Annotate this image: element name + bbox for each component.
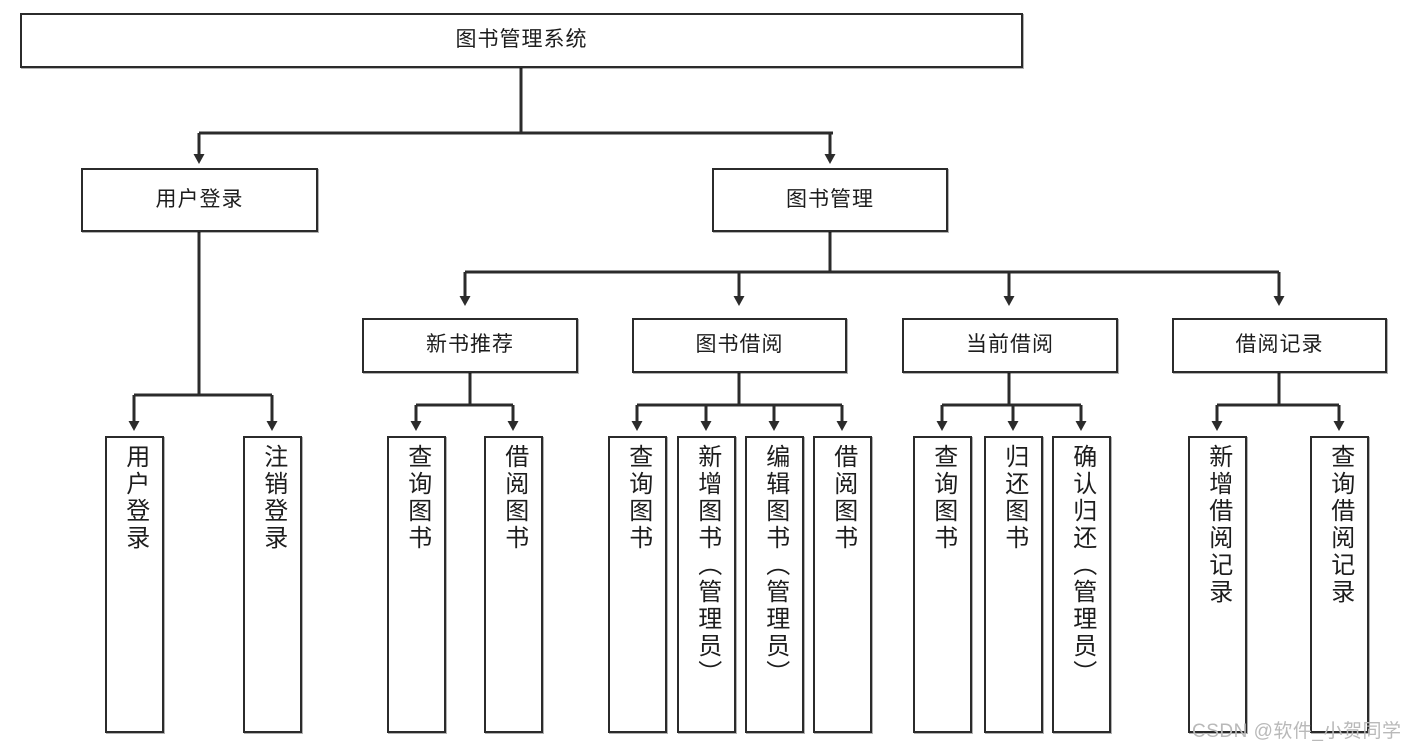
node-label: 查询图书 bbox=[929, 444, 957, 552]
node-level3-book-borrow[interactable]: 图书借阅 bbox=[632, 318, 847, 373]
leaf-node[interactable]: 查询图书 bbox=[387, 436, 446, 733]
node-label: 用户登录 bbox=[155, 187, 244, 211]
node-label: 借阅图书 bbox=[500, 444, 528, 552]
node-label: 用户登录 bbox=[121, 444, 149, 552]
node-level3-borrow-record[interactable]: 借阅记录 bbox=[1172, 318, 1387, 373]
node-level2-book-management[interactable]: 图书管理 bbox=[712, 168, 948, 232]
node-level2-user-login[interactable]: 用户登录 bbox=[81, 168, 318, 232]
node-label: 新增借阅记录 bbox=[1204, 444, 1232, 606]
node-root[interactable]: 图书管理系统 bbox=[20, 13, 1023, 68]
node-label: 图书借阅 bbox=[695, 333, 784, 357]
node-label: 查询图书 bbox=[624, 444, 652, 552]
node-label: 借阅记录 bbox=[1235, 333, 1324, 357]
node-label: 图书管理 bbox=[786, 187, 874, 211]
node-label: 借阅图书 bbox=[829, 444, 857, 552]
leaf-node[interactable]: 确认归还（管理员） bbox=[1052, 436, 1111, 733]
leaf-node[interactable]: 查询图书 bbox=[913, 436, 972, 733]
node-label: 当前借阅 bbox=[966, 333, 1054, 357]
leaf-node[interactable]: 编辑图书（管理员） bbox=[745, 436, 804, 733]
leaf-node[interactable]: 借阅图书 bbox=[484, 436, 543, 733]
leaf-node[interactable]: 新增借阅记录 bbox=[1188, 436, 1247, 733]
leaf-node[interactable]: 查询图书 bbox=[608, 436, 667, 733]
node-level3-current-borrow[interactable]: 当前借阅 bbox=[902, 318, 1118, 373]
node-label: 新书推荐 bbox=[426, 333, 514, 357]
leaf-node[interactable]: 注销登录 bbox=[243, 436, 302, 733]
csdn-watermark: CSDN @软件_小贺同学 bbox=[1192, 721, 1402, 742]
node-label: 查询图书 bbox=[403, 444, 431, 552]
node-label: 确认归还（管理员） bbox=[1068, 444, 1096, 687]
node-level3-new-book-recommend[interactable]: 新书推荐 bbox=[362, 318, 578, 373]
node-label: 编辑图书（管理员） bbox=[761, 444, 789, 687]
leaf-node[interactable]: 借阅图书 bbox=[813, 436, 872, 733]
node-label: 新增图书（管理员） bbox=[693, 444, 721, 687]
leaf-node[interactable]: 归还图书 bbox=[984, 436, 1043, 733]
node-label: 归还图书 bbox=[1000, 444, 1028, 552]
node-label: 查询借阅记录 bbox=[1326, 444, 1354, 606]
node-label: 图书管理系统 bbox=[455, 28, 588, 52]
leaf-node[interactable]: 查询借阅记录 bbox=[1310, 436, 1369, 733]
leaf-node[interactable]: 新增图书（管理员） bbox=[677, 436, 736, 733]
leaf-node[interactable]: 用户登录 bbox=[105, 436, 164, 733]
node-label: 注销登录 bbox=[259, 444, 287, 552]
